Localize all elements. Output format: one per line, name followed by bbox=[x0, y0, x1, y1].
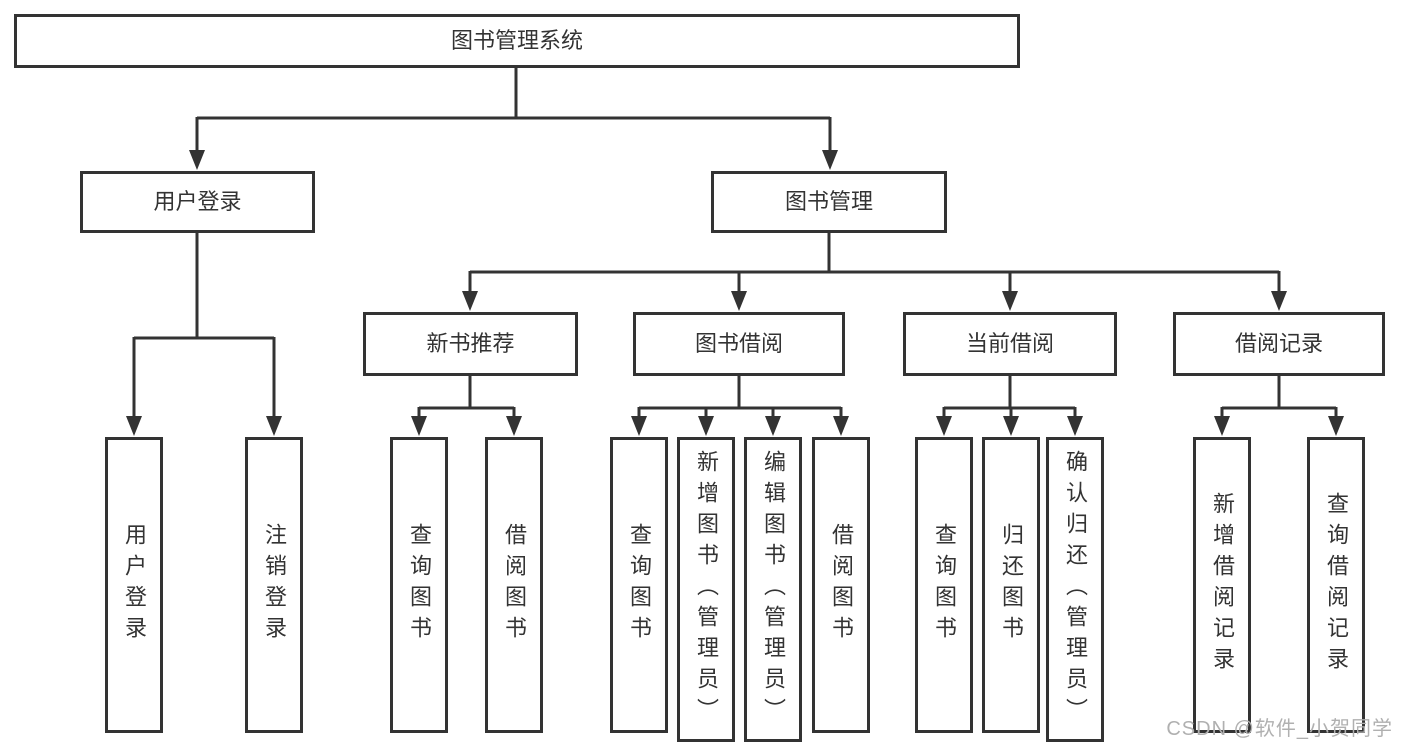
leaf-return-book: 归还图书 bbox=[982, 437, 1040, 733]
leaf-borrow-books-recommend: 借阅图书 bbox=[485, 437, 543, 733]
leaf-logout: 注销登录 bbox=[245, 437, 303, 733]
node-borrow-records: 借阅记录 bbox=[1173, 312, 1385, 376]
node-root: 图书管理系统 bbox=[14, 14, 1020, 68]
leaf-query-books-borrow: 查询图书 bbox=[610, 437, 668, 733]
csdn-watermark: CSDN @软件_小贺同学 bbox=[1166, 718, 1393, 740]
node-book-borrow: 图书借阅 bbox=[633, 312, 845, 376]
leaf-confirm-return-admin: 确认归还（管理员） bbox=[1046, 437, 1104, 742]
leaf-query-borrow-record: 查询借阅记录 bbox=[1307, 437, 1365, 733]
node-current-borrow: 当前借阅 bbox=[903, 312, 1117, 376]
node-user-login: 用户登录 bbox=[80, 171, 315, 233]
node-book-management: 图书管理 bbox=[711, 171, 947, 233]
leaf-edit-book-admin: 编辑图书（管理员） bbox=[744, 437, 802, 742]
leaf-query-books-recommend: 查询图书 bbox=[390, 437, 448, 733]
leaf-user-login: 用户登录 bbox=[105, 437, 163, 733]
leaf-add-borrow-record: 新增借阅记录 bbox=[1193, 437, 1251, 733]
leaf-add-book-admin: 新增图书（管理员） bbox=[677, 437, 735, 742]
leaf-borrow-books: 借阅图书 bbox=[812, 437, 870, 733]
node-new-book-recommend: 新书推荐 bbox=[363, 312, 578, 376]
leaf-query-books-current: 查询图书 bbox=[915, 437, 973, 733]
